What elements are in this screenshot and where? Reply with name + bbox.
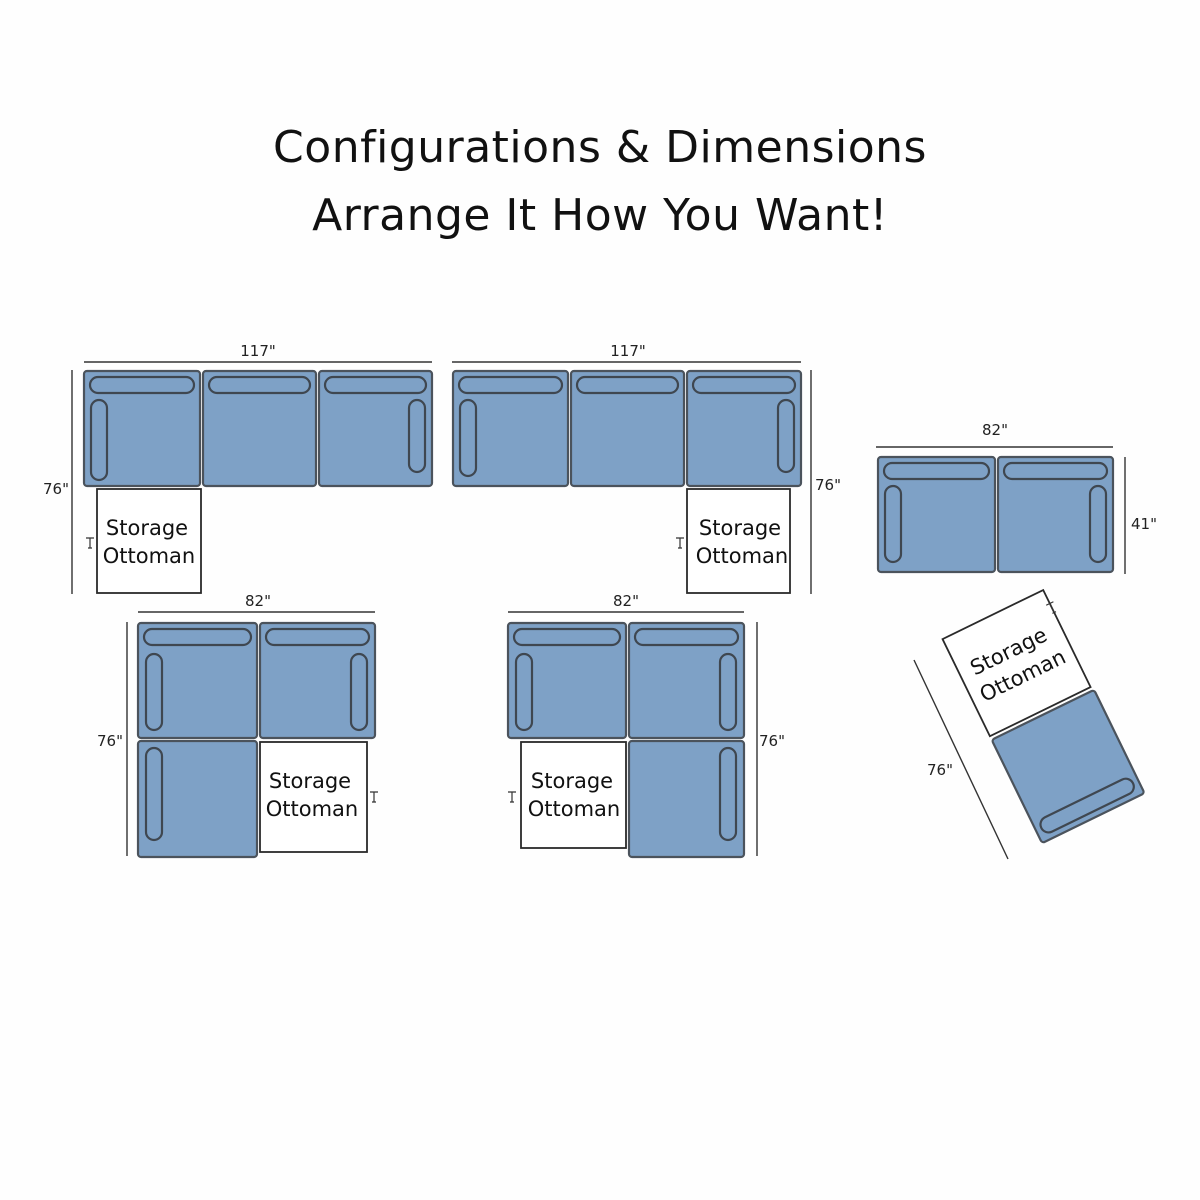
config-3-seat-right [996, 455, 1115, 574]
config-3-seat-left [876, 455, 997, 574]
config-4-sectional: 82" 76" Storage Ottoman [97, 592, 378, 859]
svg-text:Ottoman: Ottoman [103, 544, 195, 568]
config-2-seat-middle [569, 369, 686, 488]
config-1-sectional: 117" 76" Storage Ottoman [43, 342, 434, 594]
config-6-depth-label: 76" [927, 761, 953, 779]
config-5-width-label: 82" [613, 592, 639, 610]
config-4-seat-bottom-left [136, 739, 259, 859]
config-3-width-label: 82" [982, 421, 1008, 439]
config-2-width-label: 117" [610, 342, 646, 360]
svg-text:Ottoman: Ottoman [266, 797, 358, 821]
svg-text:Storage: Storage [699, 516, 781, 540]
config-4-seat-top-right [258, 621, 377, 740]
config-6-rotated-chaise: 76" Storage Ottoman [913, 588, 1145, 860]
config-5-seat-top-left [506, 621, 628, 740]
config-6-storage-ottoman: Storage Ottoman [941, 588, 1092, 738]
ottoman-hinge-icon [370, 791, 378, 803]
config-6-chaise-seat [991, 689, 1145, 844]
config-2-seat-right-corner [685, 369, 803, 488]
config-4-width-label: 82" [245, 592, 271, 610]
svg-text:Storage: Storage [269, 769, 351, 793]
config-5-depth-label: 76" [759, 732, 785, 750]
svg-text:Ottoman: Ottoman [528, 797, 620, 821]
ottoman-hinge-icon [86, 537, 94, 549]
config-1-width-label: 117" [240, 342, 276, 360]
config-3-depth-label: 41" [1131, 515, 1157, 533]
config-3-loveseat: 82" 41" [876, 421, 1157, 574]
config-2-seat-left-corner [451, 369, 570, 488]
config-5-storage-ottoman: Storage Ottoman [508, 741, 627, 849]
ottoman-hinge-icon [1045, 601, 1057, 614]
config-5-seat-bottom-right [627, 739, 746, 859]
ottoman-hinge-icon [676, 537, 684, 549]
config-6-depth-line [913, 659, 1009, 860]
config-4-storage-ottoman: Storage Ottoman [259, 741, 378, 853]
config-4-seat-top-left [136, 621, 259, 740]
config-1-seat-middle [201, 369, 318, 488]
config-1-depth-label: 76" [43, 480, 69, 498]
svg-text:Storage: Storage [106, 516, 188, 540]
config-5-seat-top-right [627, 621, 746, 740]
config-5-sectional: 82" 76" Storage Ottoman [506, 592, 785, 859]
diagram-title-line-1: Configurations & Dimensions [273, 122, 927, 173]
config-2-sectional: 117" 76" Storage Ottoman [451, 342, 841, 594]
config-2-storage-ottoman: Storage Ottoman [676, 488, 791, 594]
config-2-depth-label: 76" [815, 476, 841, 494]
config-1-storage-ottoman: Storage Ottoman [86, 488, 202, 594]
config-4-depth-label: 76" [97, 732, 123, 750]
ottoman-hinge-icon [508, 791, 516, 803]
config-1-seat-left-corner [82, 369, 202, 488]
svg-text:Storage: Storage [531, 769, 613, 793]
config-1-seat-right-corner [317, 369, 434, 488]
svg-text:Ottoman: Ottoman [696, 544, 788, 568]
diagram-subtitle: Arrange It How You Want! [312, 190, 888, 241]
